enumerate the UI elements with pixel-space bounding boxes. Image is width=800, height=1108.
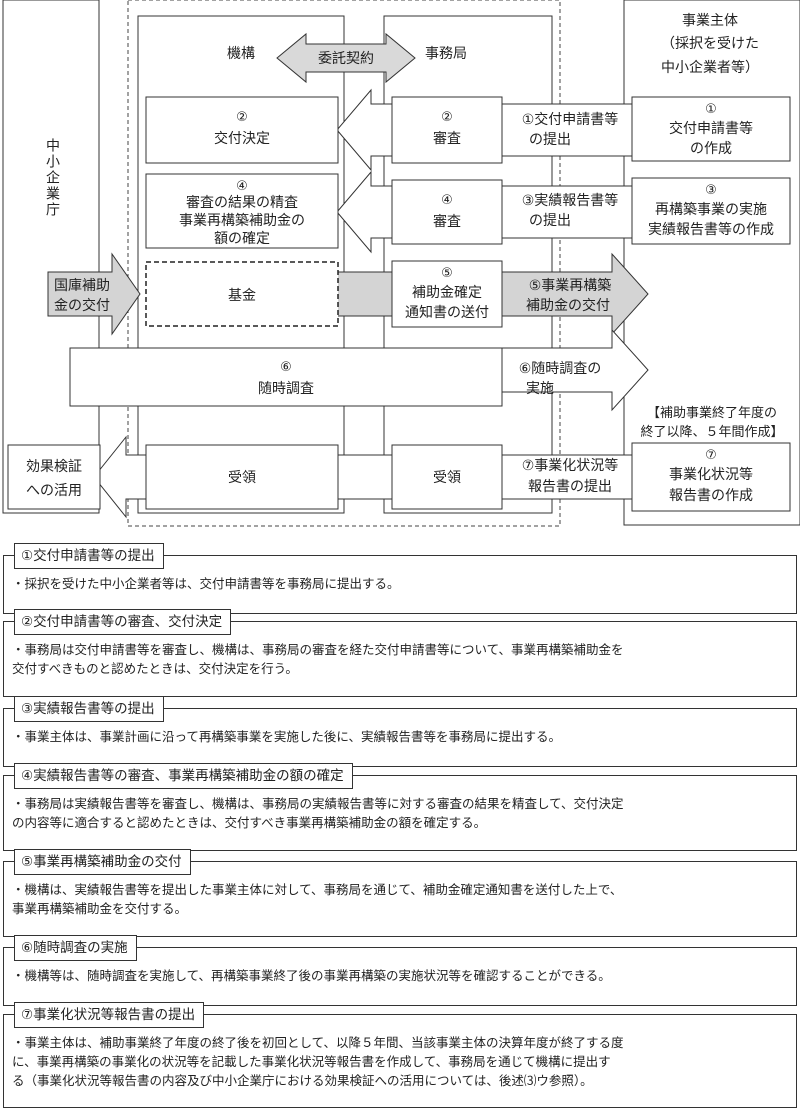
box-shutai-1-num: ① [705,102,717,117]
zuiji-label: 随時調査 [258,381,314,397]
arrow-label-3-a: ⑤事業再構築 [529,278,612,294]
arrow-label-2-b: の提出 [529,213,571,229]
jigyou-shutai-label-2: （採択を受けた [661,36,759,52]
step-4-line-2: の内容等に適合すると認めたときは、交付すべき事業再構築補助金の額を確定する。 [12,815,487,830]
box-kikou-1-line: 交付決定 [214,130,270,147]
step-5-line-1: ・機構は、実績報告書等を提出した事業主体に対して、事務局を通じて、補助金確定通知… [12,882,623,897]
step-3-title: ③実績報告書等の提出 [14,696,164,722]
step-1-body: ・採択を受けた中小企業者等は、交付申請書等を事務局に提出する。 [3,555,797,614]
zuiji-box [69,347,503,407]
jigyou-shutai-column: 事業主体 （採択を受けた 中小企業者等） [623,0,800,526]
arrow-label-3-b: 補助金の交付 [526,297,610,314]
box-kikou-1-num: ② [236,110,248,125]
step-2-line-1: ・事務局は交付申請書等を審査し、機構は、事務局の審査を経た交付申請書等について、… [12,642,624,657]
box-kikou-2 [145,173,339,249]
step-7-line-3: る（事業化状況等報告書の内容及び中小企業庁における効果検証への活用については、後… [12,1073,593,1088]
box-jimu-2-num: ④ [441,193,453,208]
kikou-label: 機構 [227,46,255,62]
box-jimu-1-line: 審査 [433,131,461,147]
jimukyoku-label: 事務局 [425,46,467,62]
agency-label: 中小企業庁 [44,138,60,218]
arrow-label-4-a: ⑥随時調査の [519,361,602,377]
kokko-arrow: 国庫補助 金の交付 [47,252,141,336]
kouka-box [7,444,101,510]
step-7-line-1: ・事業主体は、補助事業終了年度の終了後を初回として、以降５年間、当該事業主体の決… [12,1035,624,1050]
box-jimu-3 [391,260,503,328]
step-4-title: ④実績報告書等の審査、事業再構築補助金の額の確定 [14,763,353,789]
step-1-line-1: ・採択を受けた中小企業者等は、交付申請書等を事務局に提出する。 [12,576,400,591]
juryou-kikou: 受領 [228,469,256,486]
step-6-body: ・機構等は、随時調査を実施して、再構築事業終了後の事業再構築の実施状況等を確認す… [3,947,797,1006]
step-2-body: ・事務局は交付申請書等を審査し、機構は、事務局の審査を経た交付申請書等について、… [3,621,797,697]
arrow-label-1-b: の提出 [529,132,571,148]
step-2-line-2: 交付すべきものと認めたときは、交付決定を行う。 [12,661,298,676]
step-4-line-1: ・事務局は実績報告書等を審査し、機構は、事務局の実績報告書等に対する審査の結果を… [12,796,624,811]
note-line-2: 終了以降、５年間作成】 [640,424,783,440]
box-shutai-3-num: ⑦ [705,448,717,463]
flow-diagram: 中小企業庁 機構 事務局 事業主体 （採択を受けた 中小企業者等） 委託契約 ②… [2,0,800,527]
box-kikou-1 [145,96,339,164]
arrow-label-1-a: ①交付申請書等 [522,111,619,128]
kokko-label-2: 金の交付 [54,297,110,314]
box-shutai-1 [631,96,791,162]
juryou-jimu: 受領 [433,469,461,486]
kouka-label-2: への活用 [26,483,82,499]
box-shutai-2-num: ③ [705,183,717,198]
arrow-label-5-a: ⑦事業化状況等 [522,457,619,474]
box-shutai-3-line-2: 報告書の作成 [669,488,753,504]
box-kikou-5 [145,444,339,510]
step-6-line-1: ・機構等は、随時調査を実施して、再構築事業終了後の事業再構築の実施状況等を確認す… [12,968,611,983]
box-shutai-3 [631,442,791,512]
box-jimu-3-line-1: 補助金確定 [412,285,482,301]
kikin-box [145,261,339,327]
step-4-body: ・事務局は実績報告書等を審査し、機構は、事務局の実績報告書等に対する審査の結果を… [3,775,797,851]
step-7-title: ⑦事業化状況等報告書の提出 [14,1002,205,1028]
box-shutai-3-line-1: 事業化状況等 [669,466,753,483]
step-5-line-2: 事業再構築補助金を交付する。 [12,901,188,916]
step-3-line-1: ・事業主体は、事業計画に沿って再構築事業を実施した後に、実績報告書等を事務局に提… [12,729,562,744]
step-1-title: ①交付申請書等の提出 [14,543,164,569]
box-jimu-2 [391,179,503,245]
kikin-label: 基金 [228,287,256,304]
step-7-body: ・事業主体は、補助事業終了年度の終了後を初回として、以降５年間、当該事業主体の決… [3,1014,797,1108]
box-shutai-1-line-1: 交付申請書等 [669,120,753,137]
step-6-title: ⑥随時調査の実施 [14,935,137,961]
box-kikou-2-num: ④ [236,179,248,194]
arrow-label-2-a: ③実績報告書等 [522,192,619,209]
kouka-label-1: 効果検証 [26,459,82,475]
note-line-1: 【補助事業終了年度の [647,405,777,421]
step-5-body: ・機構は、実績報告書等を提出した事業主体に対して、事務局を通じて、補助金確定通知… [3,861,797,937]
box-shutai-1-line-2: の作成 [690,141,732,157]
step-5-title: ⑤事業再構築補助金の交付 [14,849,191,875]
jigyou-shutai-label-1: 事業主体 [682,13,738,29]
jigyou-shutai-label-3: 中小企業者等） [661,59,759,76]
box-jimu-1 [391,96,503,164]
step-7-line-2: に、事業再構築の事業化の状況等を記載した事業化状況等報告書を作成して、事務局を通… [12,1054,611,1069]
box-jimu-1-num: ② [441,110,453,125]
box-shutai-2-line-1: 再構築事業の実施 [655,202,767,218]
kokko-label-1: 国庫補助 [54,277,110,294]
box-shutai-2 [631,177,791,245]
arrow-label-5-b: 報告書の提出 [528,479,612,495]
box-kikou-2-line-1: 審査の結果の精査 [186,195,298,211]
itaku-double-arrow: 委託契約 [276,32,416,84]
box-jimu-3-num: ⑤ [441,266,453,281]
box-jimu-2-line: 審査 [433,214,461,230]
box-jimu-3-line-2: 通知書の送付 [405,304,489,321]
agency-column: 中小企業庁 [2,0,100,514]
arrow-label-4-b: 実施 [526,381,554,397]
step-2-title: ②交付申請書等の審査、交付決定 [14,609,232,635]
zuiji-num: ⑥ [280,360,292,375]
box-shutai-2-line-2: 実績報告書等の作成 [648,221,774,238]
box-jimu-5 [391,444,503,510]
box-kikou-2-line-2: 事業再構築補助金の [179,213,305,229]
box-kikou-2-line-3: 額の確定 [214,231,270,247]
step-3-body: ・事業主体は、事業計画に沿って再構築事業を実施した後に、実績報告書等を事務局に提… [3,708,797,767]
itaku-label: 委託契約 [318,51,374,67]
